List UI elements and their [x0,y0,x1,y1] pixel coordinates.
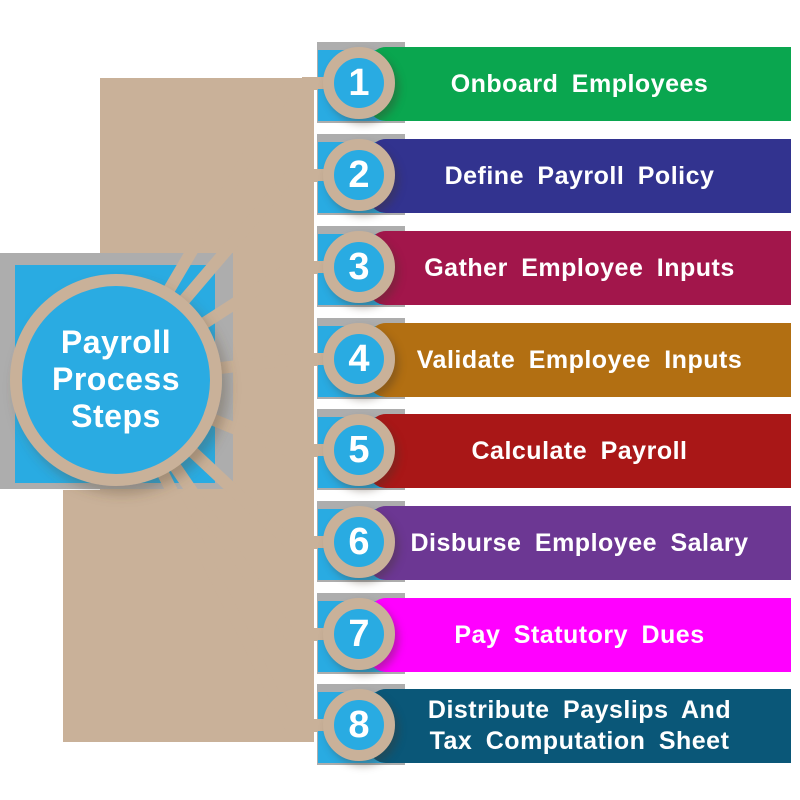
step-bar: Distribute Payslips And Tax Computation … [368,689,791,763]
step-number: 2 [348,153,370,196]
step-number: 7 [348,612,370,655]
step-row-3: Gather Employee Inputs 3 [0,226,800,307]
step-row-7: Pay Statutory Dues 7 [0,593,800,674]
step-label: Calculate Payroll [471,436,688,465]
step-number: 8 [348,703,370,746]
step-number: 3 [348,245,370,288]
step-label: Gather Employee Inputs [424,253,735,282]
step-row-5: Calculate Payroll 5 [0,409,800,490]
hub-circle [10,274,222,486]
hub-title-line: Process [51,361,181,397]
step-number-badge: 5 [323,414,395,486]
step-number: 5 [348,428,370,471]
step-row-2: Define Payroll Policy 2 [0,134,800,215]
step-row-1: Onboard Employees 1 [0,42,800,123]
hub-title: Payroll Process Steps [0,324,232,435]
step-number-badge: 3 [323,231,395,303]
step-label: Disburse Employee Salary [410,528,749,557]
hub-title-line: Steps [71,398,161,434]
step-label: Distribute Payslips And Tax Computation … [427,696,732,755]
step-bar: Gather Employee Inputs [368,231,791,305]
step-number-badge: 1 [323,47,395,119]
step-bar: Define Payroll Policy [368,139,791,213]
hub-title-line: Payroll [60,324,172,360]
step-number-badge: 4 [323,323,395,395]
step-label: Pay Statutory Dues [454,620,705,649]
step-bar: Validate Employee Inputs [368,323,791,397]
step-number: 6 [348,520,370,563]
step-number-badge: 6 [323,506,395,578]
step-row-8: Distribute Payslips And Tax Computation … [0,684,800,765]
step-bar: Calculate Payroll [368,414,791,488]
step-number: 1 [348,61,370,104]
step-number-badge: 8 [323,689,395,761]
step-label: Define Payroll Policy [444,161,715,190]
step-number-badge: 2 [323,139,395,211]
step-label: Onboard Employees [450,69,709,98]
step-number: 4 [348,337,370,380]
step-bar: Disburse Employee Salary [368,506,791,580]
step-bar: Onboard Employees [368,47,791,121]
step-row-6: Disburse Employee Salary 6 [0,501,800,582]
step-bar: Pay Statutory Dues [368,598,791,672]
step-row-4: Validate Employee Inputs 4 [0,318,800,399]
step-number-badge: 7 [323,598,395,670]
step-label: Validate Employee Inputs [416,345,743,374]
